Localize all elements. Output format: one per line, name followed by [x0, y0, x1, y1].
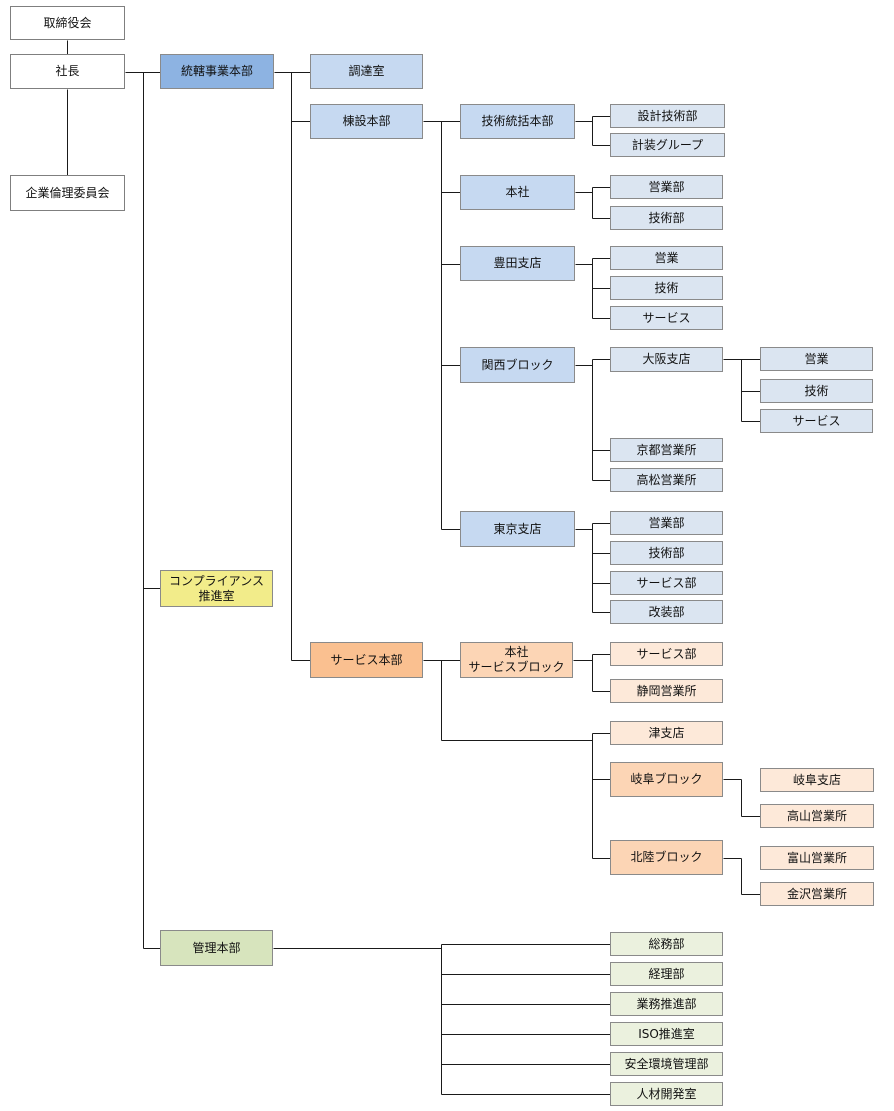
org-box-tokyo-renov: 改装部 [610, 600, 723, 624]
org-box-osaka-sales: 営業 [760, 347, 873, 371]
org-box-toyota: 豊田支店 [460, 246, 575, 281]
org-box-label: 企業倫理委員会 [25, 185, 110, 200]
org-box-label: 技術 [804, 383, 829, 398]
org-box-label: 岐阜支店 [792, 772, 841, 787]
org-box-osaka-service: サービス [760, 409, 873, 433]
org-box-label: 岐阜ブロック [630, 772, 703, 786]
org-box-label: 総務部 [648, 936, 685, 951]
org-box-label: 高山営業所 [786, 808, 847, 823]
org-box-president: 社長 [10, 54, 125, 89]
org-box-label: 営業部 [648, 515, 685, 530]
org-box-safety-env: 安全環境管理部 [610, 1052, 723, 1076]
org-box-label: ISO推進室 [638, 1026, 695, 1041]
org-box-label: 安全環境管理部 [624, 1056, 709, 1071]
org-box-label: 豊田支店 [493, 256, 542, 270]
org-box-takayama: 高山営業所 [760, 804, 874, 828]
org-box-label: 社長 [55, 64, 80, 78]
org-box-label: 高松営業所 [636, 472, 697, 487]
org-box-kansai: 関西ブロック [460, 347, 575, 383]
org-box-svc-dept: サービス部 [610, 642, 723, 666]
org-box-label: 本社 サービスブロック [468, 645, 565, 674]
org-box-label: 営業 [654, 250, 679, 265]
org-box-instrument-grp: 計装グループ [610, 133, 725, 157]
org-box-tokyo: 東京支店 [460, 511, 575, 547]
org-box-label: 営業 [804, 351, 829, 366]
org-box-label: 本社 [505, 185, 530, 199]
org-box-ho-tech: 技術部 [610, 206, 723, 230]
org-box-ho-sales: 営業部 [610, 175, 723, 199]
org-box-label: 技術 [654, 280, 679, 295]
org-box-board: 取締役会 [10, 6, 125, 40]
org-box-label: 人材開発室 [636, 1086, 697, 1101]
org-box-label: サービス [792, 413, 841, 428]
org-box-ethics: 企業倫理委員会 [10, 175, 125, 211]
org-box-takamatsu: 高松営業所 [610, 468, 723, 492]
org-box-label: サービス [642, 310, 691, 325]
org-box-osaka: 大阪支店 [610, 347, 723, 372]
org-box-label: 大阪支店 [642, 352, 691, 366]
org-box-label: 東京支店 [493, 521, 542, 536]
org-box-general-affairs: 総務部 [610, 932, 723, 956]
org-box-label: 京都営業所 [636, 442, 697, 457]
org-box-gifu-branch: 岐阜支店 [760, 768, 874, 792]
org-box-tokyo-tech: 技術部 [610, 541, 723, 565]
org-box-label: 設計技術部 [637, 108, 698, 123]
org-box-tokyo-sales: 営業部 [610, 511, 723, 535]
org-box-tokyo-service: サービス部 [610, 571, 723, 595]
org-box-ops-promo: 業務推進部 [610, 992, 723, 1016]
org-box-toyota-tech: 技術 [610, 276, 723, 300]
org-box-service-hq: サービス本部 [310, 642, 423, 678]
org-box-svc-block: 本社 サービスブロック [460, 642, 573, 678]
org-box-toyota-service: サービス [610, 306, 723, 330]
org-box-label: 技術部 [648, 545, 685, 560]
org-box-label: サービス部 [636, 575, 697, 590]
org-box-label: 北陸ブロック [630, 850, 703, 864]
org-box-label: 管理本部 [192, 940, 241, 955]
org-box-label: 調達室 [348, 64, 385, 78]
org-box-accounting: 経理部 [610, 962, 723, 986]
org-box-label: 金沢営業所 [786, 886, 847, 901]
org-box-label: 津支店 [648, 725, 685, 740]
org-box-label: サービス本部 [330, 652, 403, 667]
org-box-iso: ISO推進室 [610, 1022, 723, 1046]
org-box-toyota-sales: 営業 [610, 246, 723, 270]
org-box-label: コンプライアンス 推進室 [169, 573, 264, 603]
org-box-head-office: 本社 [460, 175, 575, 210]
org-box-div-hq: 統轄事業本部 [160, 54, 274, 89]
org-box-label: 関西ブロック [481, 357, 554, 372]
org-box-procure: 調達室 [310, 54, 423, 89]
org-box-design-tech: 設計技術部 [610, 104, 725, 128]
org-box-mgmt: 管理本部 [160, 930, 273, 966]
org-box-compliance: コンプライアンス 推進室 [160, 570, 273, 607]
org-box-osaka-tech: 技術 [760, 379, 873, 403]
org-box-label: 静岡営業所 [636, 683, 697, 698]
org-box-hokuriku: 北陸ブロック [610, 840, 723, 875]
org-box-label: 改装部 [648, 604, 685, 619]
org-box-label: 経理部 [648, 966, 685, 981]
org-box-label: 統轄事業本部 [180, 64, 253, 78]
org-box-label: 営業部 [648, 179, 685, 194]
org-box-label: 計装グループ [631, 137, 704, 152]
org-box-label: 業務推進部 [636, 996, 697, 1011]
org-box-shizuoka: 静岡営業所 [610, 679, 723, 703]
org-box-label: サービス部 [636, 646, 697, 661]
org-box-tech-hq: 技術統括本部 [460, 104, 575, 139]
org-box-label: 取締役会 [43, 15, 92, 30]
org-box-kyoto: 京都営業所 [610, 438, 723, 462]
org-box-label: 棟設本部 [342, 114, 391, 128]
org-box-label: 技術部 [648, 210, 685, 225]
org-box-tsu: 津支店 [610, 721, 723, 745]
org-box-label: 富山営業所 [786, 850, 847, 865]
org-box-construct: 棟設本部 [310, 104, 423, 139]
org-box-label: 技術統括本部 [481, 114, 554, 128]
org-box-hr-dev: 人材開発室 [610, 1082, 723, 1106]
org-box-gifu-block: 岐阜ブロック [610, 762, 723, 797]
org-box-toyama: 富山営業所 [760, 846, 874, 870]
org-box-kanazawa: 金沢営業所 [760, 882, 874, 906]
